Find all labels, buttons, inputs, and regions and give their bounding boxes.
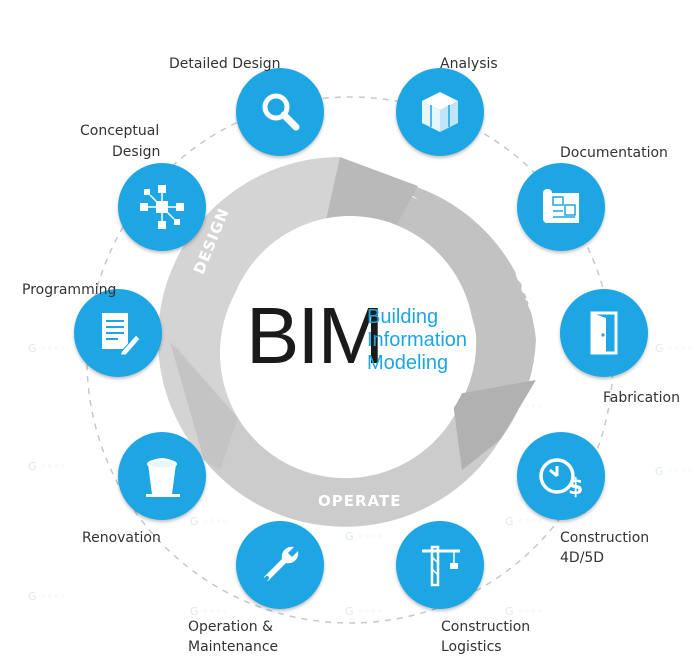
door-icon	[590, 311, 618, 355]
ring-segment-operate	[175, 345, 500, 527]
label-conceptual-design-line1: Conceptual	[80, 123, 160, 139]
svg-text:G ◦◦◦◦: G ◦◦◦◦	[655, 465, 693, 478]
label-analysis: Analysis	[440, 56, 498, 72]
svg-text:G ◦◦◦◦: G ◦◦◦◦	[505, 515, 543, 528]
label-fabrication: Fabrication	[603, 390, 680, 406]
label-construction-4d5d-line1: Construction	[560, 530, 650, 546]
node-fabrication	[560, 289, 648, 377]
svg-text:$: $	[568, 475, 583, 500]
label-operation-maintenance-line2: Maintenance	[188, 639, 279, 655]
center-disc	[226, 216, 474, 464]
node-operation-maintenance	[236, 521, 324, 609]
network-icon	[140, 185, 184, 229]
label-programming: Programming	[22, 282, 117, 298]
svg-text:G ◦◦◦◦: G ◦◦◦◦	[190, 605, 228, 618]
paint-bucket-icon	[146, 458, 180, 497]
label-construction-4d5d-line2: 4D/5D	[560, 550, 605, 566]
label-operation-maintenance-line1: Operation &	[188, 619, 274, 635]
node-construction-logistics	[396, 521, 484, 609]
svg-text:G ◦◦◦◦: G ◦◦◦◦	[28, 590, 66, 603]
node-analysis	[396, 68, 484, 156]
label-documentation: Documentation	[560, 145, 668, 161]
arrow-head-build	[324, 157, 418, 233]
svg-text:G ◦◦◦◦: G ◦◦◦◦	[190, 515, 228, 528]
node-construction-4d5d: $	[517, 432, 605, 520]
label-construction-logistics-line2: Logistics	[441, 639, 502, 655]
node-detailed-design	[236, 68, 324, 156]
bim-acronym: BIM	[246, 291, 384, 380]
svg-text:G ◦◦◦◦: G ◦◦◦◦	[28, 342, 66, 355]
3d-cube-icon	[422, 92, 458, 132]
svg-text:G ◦◦◦◦: G ◦◦◦◦	[655, 342, 693, 355]
label-construction-logistics-line1: Construction	[441, 619, 531, 635]
document-pen-icon	[102, 313, 141, 356]
tower-crane-icon	[422, 545, 460, 587]
label-detailed-design: Detailed Design	[169, 56, 281, 72]
magnifier-icon	[262, 93, 300, 131]
svg-text:G ◦◦◦◦: G ◦◦◦◦	[345, 530, 383, 543]
svg-text:G ◦◦◦◦: G ◦◦◦◦	[28, 460, 66, 473]
node-documentation	[517, 163, 605, 251]
node-conceptual-design	[118, 163, 206, 251]
label-conceptual-design-line2: Design	[112, 144, 161, 160]
node-programming	[74, 289, 162, 377]
bim-line-information: Information	[367, 329, 468, 351]
wrench-icon	[264, 546, 299, 581]
arrow-head-operate	[452, 380, 536, 470]
svg-text:G ◦◦◦◦: G ◦◦◦◦	[345, 605, 383, 618]
arrow-head-design	[170, 342, 238, 470]
bim-line-building: Building	[367, 306, 439, 328]
blueprint-icon	[543, 189, 579, 223]
clock-dollar-icon: $	[539, 458, 583, 500]
label-renovation: Renovation	[82, 530, 161, 546]
bim-line-modeling: Modeling	[367, 352, 449, 374]
svg-text:G ◦◦◦◦: G ◦◦◦◦	[505, 605, 543, 618]
node-renovation	[118, 432, 206, 520]
phase-operate-label: OPERATE	[318, 492, 402, 510]
